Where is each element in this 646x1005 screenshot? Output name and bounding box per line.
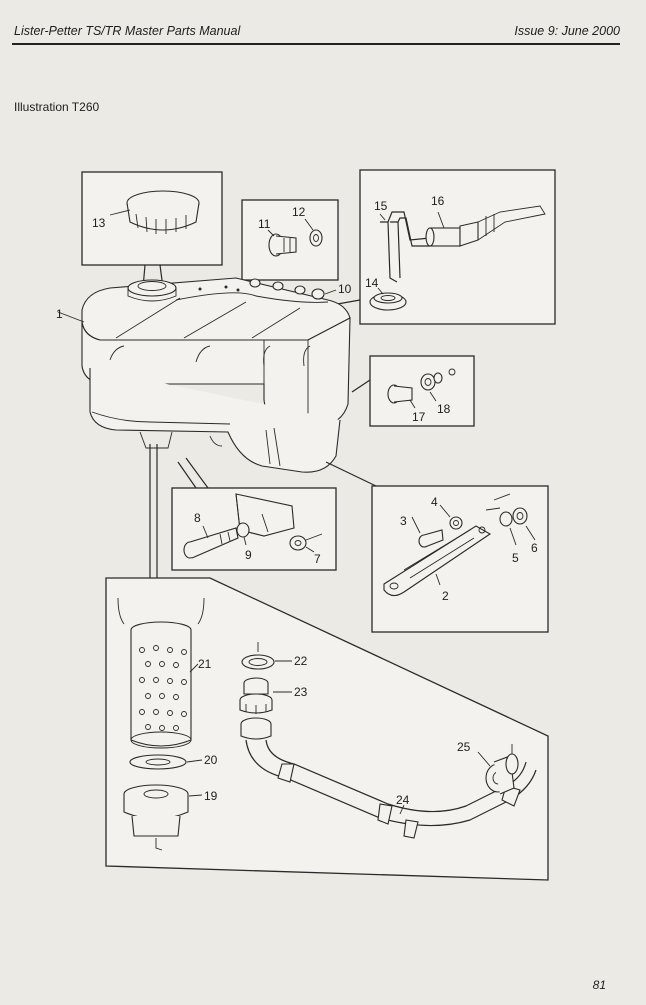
callout-21: 21 (198, 657, 212, 671)
callout-2: 2 (442, 589, 449, 603)
inset-bolt-washer: 11 12 (241, 199, 339, 281)
callout-7: 7 (314, 552, 321, 566)
callout-14: 14 (365, 276, 379, 290)
callout-22: 22 (294, 654, 308, 668)
callout-10: 10 (338, 282, 352, 296)
callout-1: 1 (56, 307, 63, 321)
callout-23: 23 (294, 685, 308, 699)
callout-25: 25 (457, 740, 471, 754)
callout-5: 5 (512, 551, 519, 565)
header-rule (12, 43, 620, 45)
callout-24: 24 (396, 793, 410, 807)
page-number: 81 (592, 978, 606, 992)
callout-17: 17 (412, 410, 426, 424)
callout-16: 16 (431, 194, 445, 208)
callout-20: 20 (204, 753, 218, 767)
issue-date: Issue 9: June 2000 (514, 24, 620, 38)
callout-4: 4 (431, 495, 438, 509)
inset-side-bolt: 17 18 (369, 355, 475, 427)
callout-15: 15 (374, 199, 388, 213)
callout-8: 8 (194, 511, 201, 525)
illustration-label: Illustration T260 (14, 100, 100, 114)
callout-12: 12 (292, 205, 306, 219)
callout-3: 3 (400, 514, 407, 528)
inset-fuel-pipe: 15 16 14 (314, 169, 556, 325)
inset-fuel-cap: 13 (81, 171, 223, 289)
manual-title: Lister-Petter TS/TR Master Parts Manual (14, 24, 241, 38)
callout-18: 18 (437, 402, 451, 416)
callout-6: 6 (531, 541, 538, 555)
callout-11: 11 (258, 217, 271, 231)
fuel-tank: 10 1 (56, 277, 377, 578)
callout-13: 13 (92, 216, 106, 230)
filter-perforations (139, 645, 187, 731)
inset-mounting-strap: 2 3 4 5 6 (371, 485, 549, 633)
inset-filter-fuel-line: 21 20 19 22 23 (105, 577, 549, 881)
callout-9: 9 (245, 548, 252, 562)
inset-bracket-bolt: 8 9 7 (171, 487, 337, 571)
callout-19: 19 (204, 789, 218, 803)
